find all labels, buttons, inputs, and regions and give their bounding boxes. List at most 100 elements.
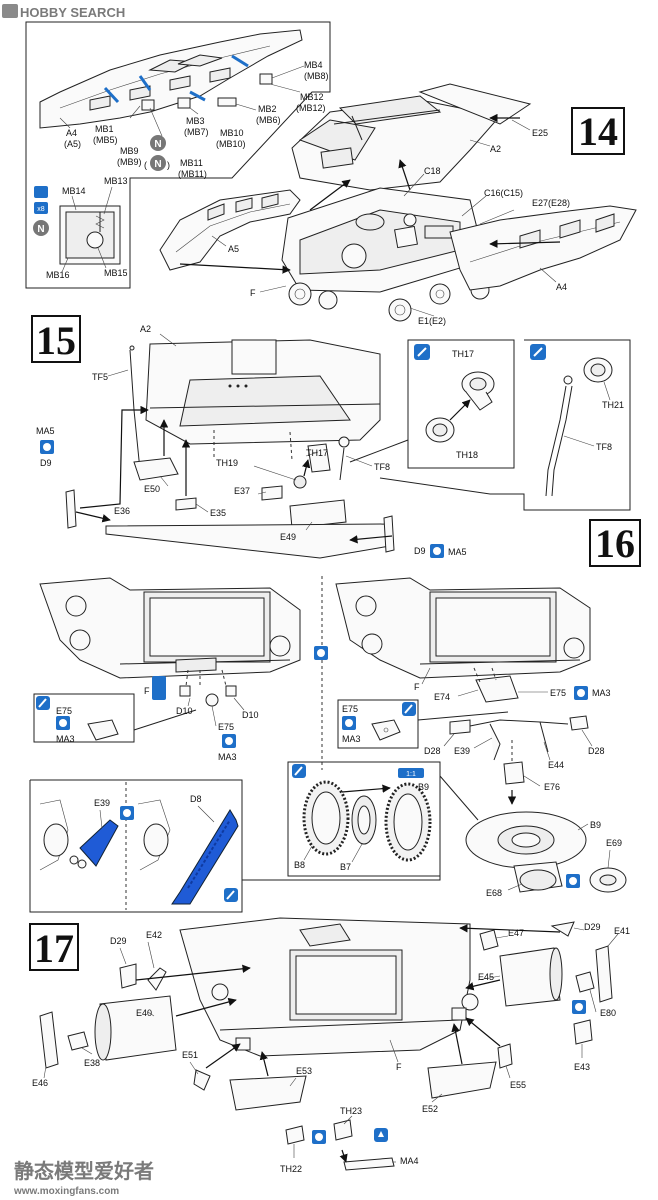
svg-text:E45: E45 — [478, 972, 494, 982]
svg-text:TH21: TH21 — [602, 400, 624, 410]
svg-text:1:1: 1:1 — [406, 771, 416, 778]
glue-icon — [222, 734, 236, 748]
e74-part — [475, 675, 519, 703]
e46-plate — [39, 1011, 59, 1069]
moxingfans-watermark: 静态模型爱好者 www.moxingfans.com — [13, 1159, 154, 1197]
label-mb9: MB9 — [120, 146, 139, 156]
label-mb11: MB11 — [180, 158, 203, 168]
svg-text:E39: E39 — [454, 746, 470, 756]
e52-plate — [427, 1061, 497, 1099]
svg-text:MB14: MB14 — [62, 186, 86, 196]
svg-text:B8: B8 — [294, 860, 305, 870]
svg-text:B9: B9 — [590, 820, 601, 830]
th22-part — [285, 1125, 305, 1145]
svg-text:D28: D28 — [424, 746, 441, 756]
glue-icon — [312, 1130, 326, 1144]
step14-inset-frame — [25, 21, 331, 289]
glue-icon — [574, 686, 588, 700]
svg-text:E42: E42 — [146, 930, 162, 940]
e53-plate — [229, 1075, 307, 1111]
e47-pipe — [479, 929, 499, 951]
label-mb4: MB4 — [304, 60, 323, 70]
label-th17: TH17 — [306, 448, 328, 458]
th17-callout-box — [407, 339, 515, 469]
e45-muffler — [499, 947, 561, 1007]
a5-rail — [159, 189, 301, 271]
th23-part — [333, 1119, 353, 1141]
svg-text:E51: E51 — [182, 1050, 198, 1060]
svg-text:MA3: MA3 — [592, 688, 611, 698]
svg-text:MA3: MA3 — [56, 734, 75, 744]
e76-part — [503, 761, 525, 785]
svg-text:E52: E52 — [422, 1104, 438, 1114]
svg-text:E75: E75 — [550, 688, 566, 698]
e25-plate — [418, 83, 532, 125]
svg-text:TF8: TF8 — [596, 442, 612, 452]
svg-text:N: N — [154, 139, 161, 150]
label-mb1: MB1 — [95, 124, 114, 134]
e37-part — [261, 485, 283, 501]
label-d9b: D9 — [414, 546, 426, 556]
svg-text:F: F — [144, 686, 150, 696]
svg-text:N: N — [154, 159, 161, 170]
hobby-search-watermark: HOBBY SEARCH — [2, 4, 125, 20]
d28-left — [449, 719, 471, 735]
svg-text:MA3: MA3 — [218, 752, 237, 762]
e50-part — [133, 457, 179, 481]
step16-number-box — [589, 519, 641, 567]
step-14: 14 MB4 (MB8) MB12 (MB12) MB2 (MB6) — [25, 21, 637, 326]
label-tf8: TF8 — [374, 462, 390, 472]
e35-part — [175, 497, 197, 511]
step16-number: 16 — [595, 521, 635, 566]
label-th19: TH19 — [216, 458, 238, 468]
step17-number: 17 — [34, 926, 74, 971]
label-ma5b: MA5 — [448, 547, 467, 557]
label-mb10p: (MB10) — [216, 139, 246, 149]
glue-icon — [566, 874, 580, 888]
svg-text:B7: B7 — [340, 862, 351, 872]
glue-icon — [40, 440, 54, 454]
svg-text:B9: B9 — [418, 782, 429, 792]
x8-icon — [34, 202, 48, 214]
svg-text:TH23: TH23 — [340, 1106, 362, 1116]
svg-text:E75: E75 — [218, 722, 234, 732]
glue-icon — [314, 646, 328, 660]
tf8-antenna — [545, 385, 567, 497]
d9-left — [65, 489, 77, 529]
svg-text:D29: D29 — [584, 922, 601, 932]
label-e27: E27(E28) — [532, 198, 570, 208]
e43-part — [573, 1019, 593, 1045]
svg-text:MB15: MB15 — [104, 268, 128, 278]
svg-text:E46: E46 — [32, 1078, 48, 1088]
svg-text:(: ( — [144, 160, 147, 170]
svg-text:E39: E39 — [94, 798, 110, 808]
label-a5: A5 — [228, 244, 239, 254]
svg-text:TH22: TH22 — [280, 1164, 302, 1174]
watermark-cn: 静态模型爱好者 — [14, 1159, 154, 1183]
label-e25: E25 — [532, 128, 548, 138]
n-icon — [33, 220, 49, 236]
th21-callout-box — [379, 339, 631, 511]
svg-text:F: F — [396, 1062, 402, 1072]
step-17: 17 — [29, 917, 630, 1174]
e49-part — [289, 499, 347, 529]
label-mb7: (MB7) — [184, 127, 209, 137]
th17-part — [307, 443, 331, 473]
svg-text:E74: E74 — [434, 692, 450, 702]
d8-blue-tire — [171, 809, 239, 905]
step-16: 16 — [29, 519, 641, 913]
glue-icon — [572, 1000, 586, 1014]
svg-text:E75: E75 — [342, 704, 358, 714]
svg-text:TH17: TH17 — [452, 349, 474, 359]
svg-text:E43: E43 — [574, 1062, 590, 1072]
step-15: 15 — [31, 315, 631, 559]
label-a2: A2 — [140, 324, 151, 334]
n-icon: ( N ) — [144, 155, 170, 171]
label-d9: D9 — [40, 458, 52, 468]
svg-text:E75: E75 — [56, 706, 72, 716]
e42-pipe — [147, 967, 167, 991]
svg-text:E69: E69 — [606, 838, 622, 848]
n-icon: N — [150, 135, 166, 151]
label-mb5: (MB5) — [93, 135, 118, 145]
